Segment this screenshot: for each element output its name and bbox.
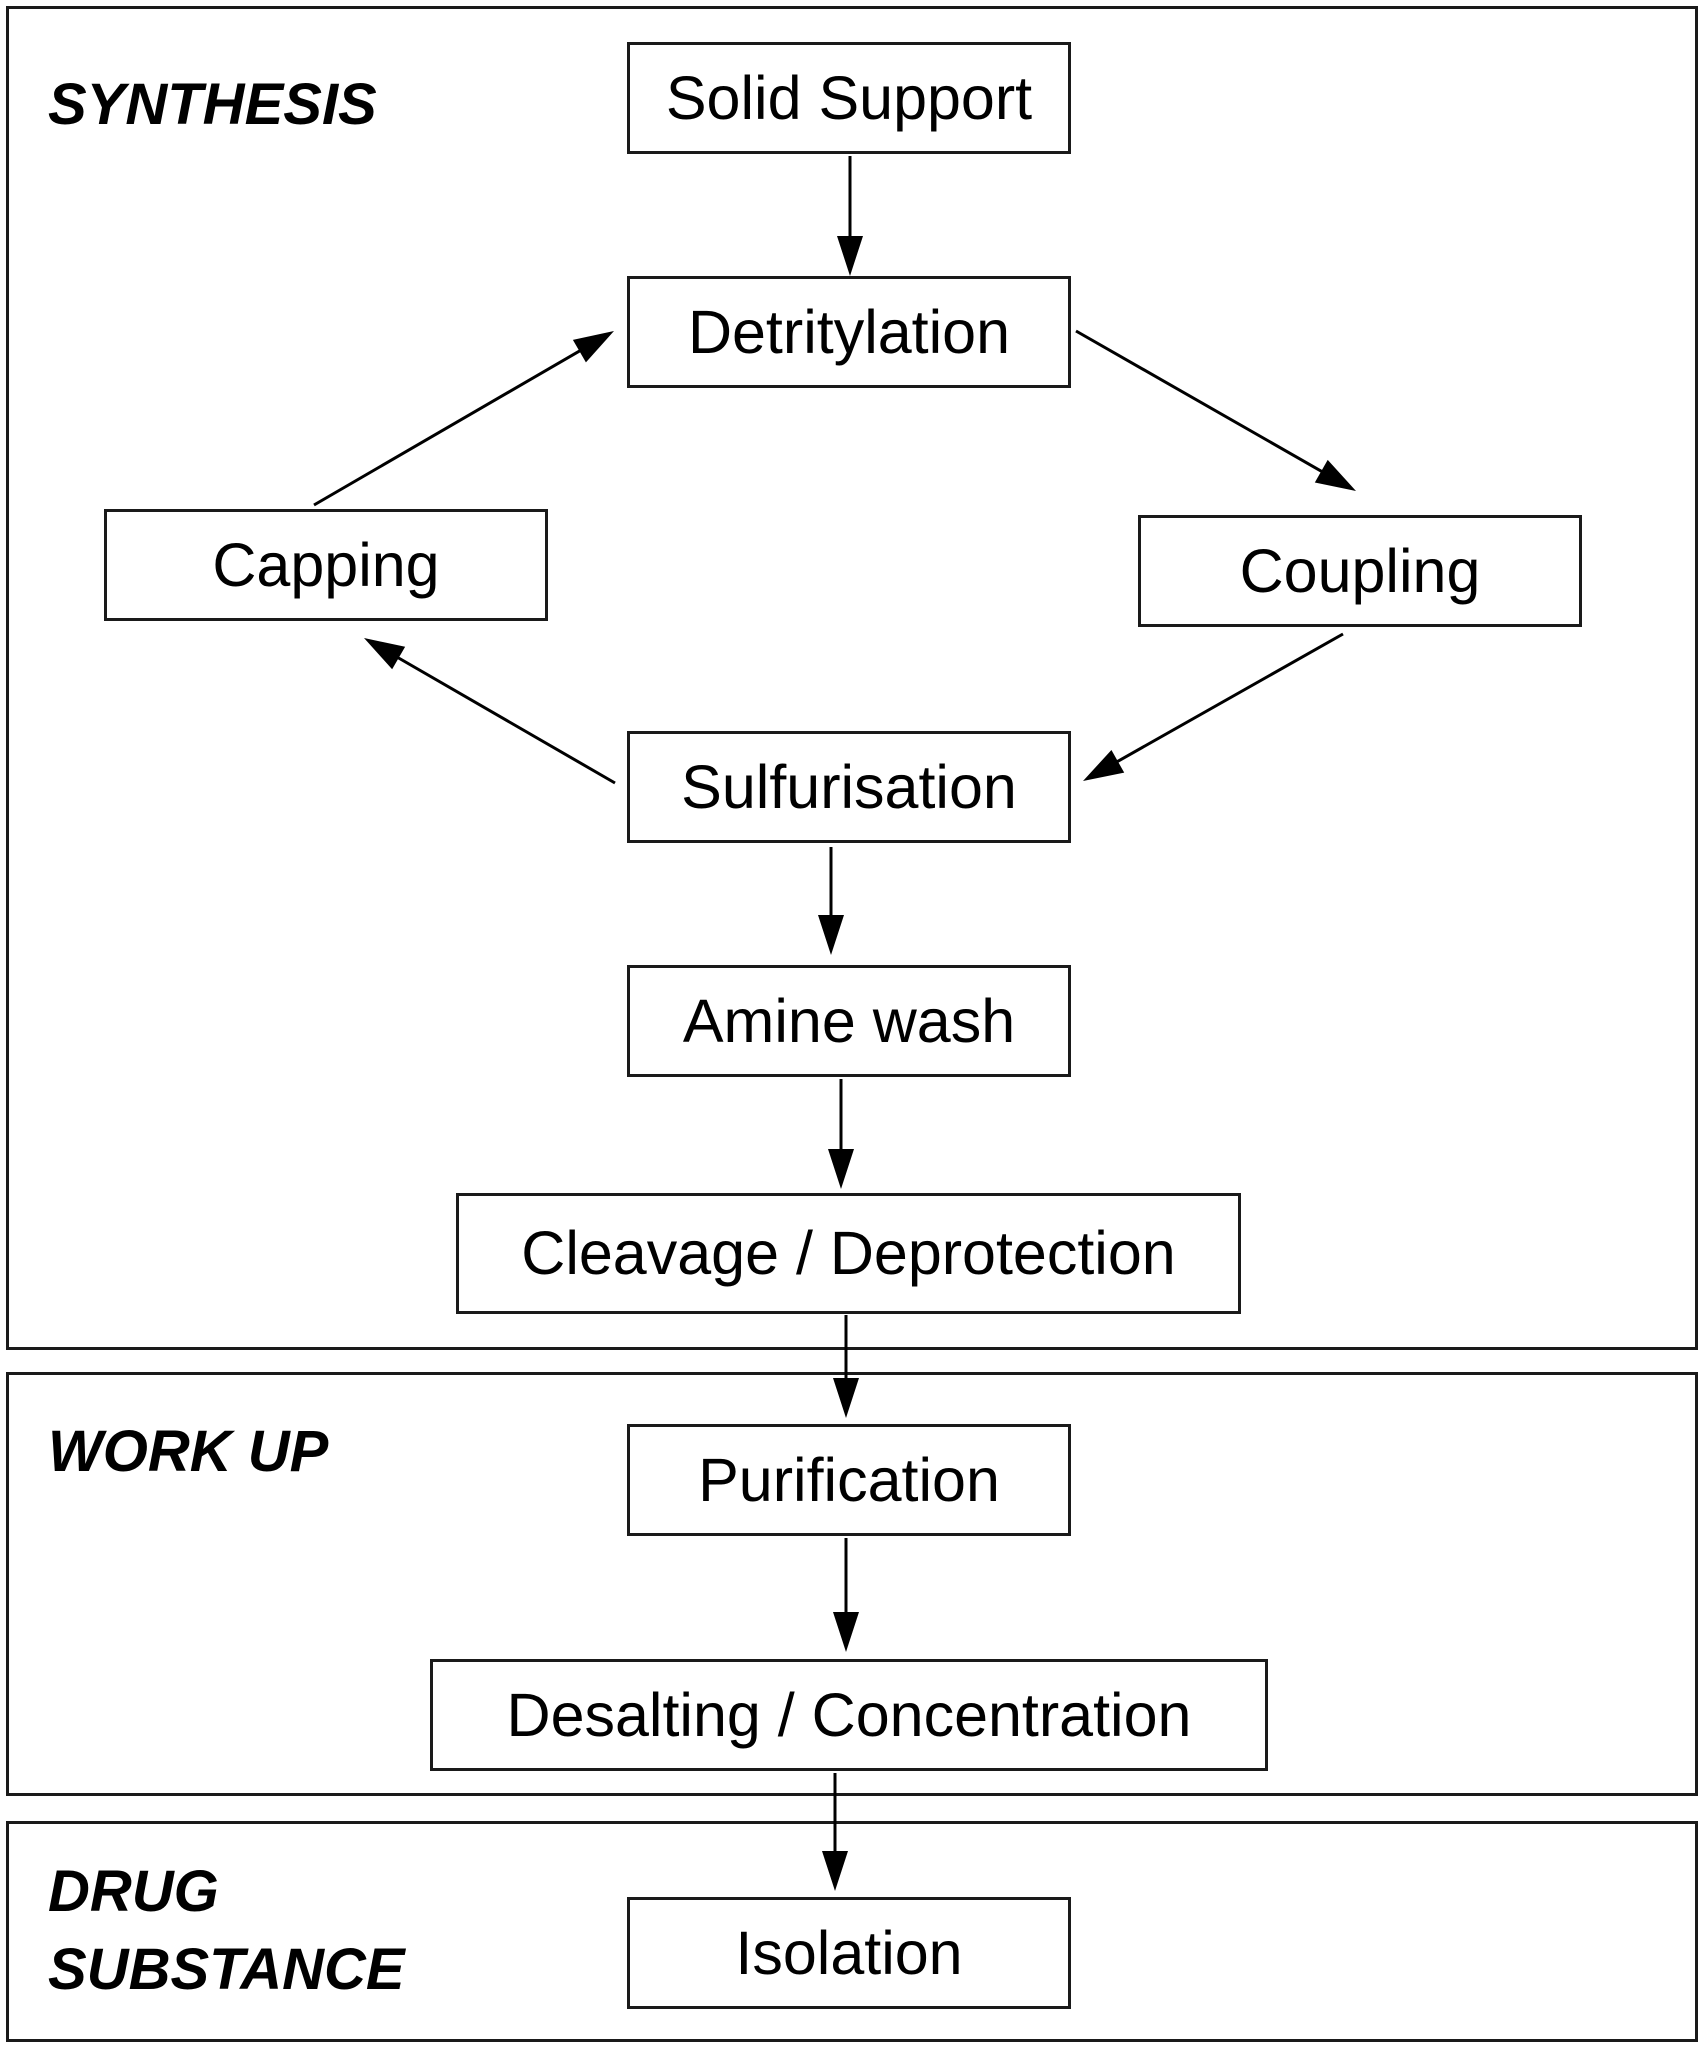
node-label: Desalting / Concentration (506, 1680, 1192, 1749)
node-desalting-concentration: Desalting / Concentration (430, 1659, 1268, 1771)
node-capping: Capping (104, 509, 548, 621)
node-coupling: Coupling (1138, 515, 1582, 627)
node-isolation: Isolation (627, 1897, 1071, 2009)
node-label: Amine wash (682, 986, 1016, 1055)
node-label: Sulfurisation (681, 752, 1017, 821)
node-label: Isolation (735, 1918, 963, 1987)
node-label: Detritylation (687, 297, 1011, 366)
section-title-drug-substance-line1: DRUG (48, 1859, 219, 1924)
node-label: Solid Support (665, 63, 1033, 132)
node-detritylation: Detritylation (627, 276, 1071, 388)
node-sulfurisation: Sulfurisation (627, 731, 1071, 843)
node-label: Capping (212, 530, 440, 599)
node-purification: Purification (627, 1424, 1071, 1536)
node-amine-wash: Amine wash (627, 965, 1071, 1077)
section-title-synthesis: SYNTHESIS (48, 72, 377, 137)
node-solid-support: Solid Support (627, 42, 1071, 154)
section-title-work-up: WORK UP (48, 1419, 329, 1484)
section-synthesis (6, 6, 1698, 1350)
node-label: Purification (698, 1445, 1000, 1514)
node-label: Cleavage / Deprotection (521, 1219, 1176, 1287)
node-cleavage-deprotection: Cleavage / Deprotection (456, 1193, 1241, 1314)
section-title-drug-substance-line2: SUBSTANCE (48, 1937, 405, 2002)
node-label: Coupling (1239, 536, 1481, 605)
